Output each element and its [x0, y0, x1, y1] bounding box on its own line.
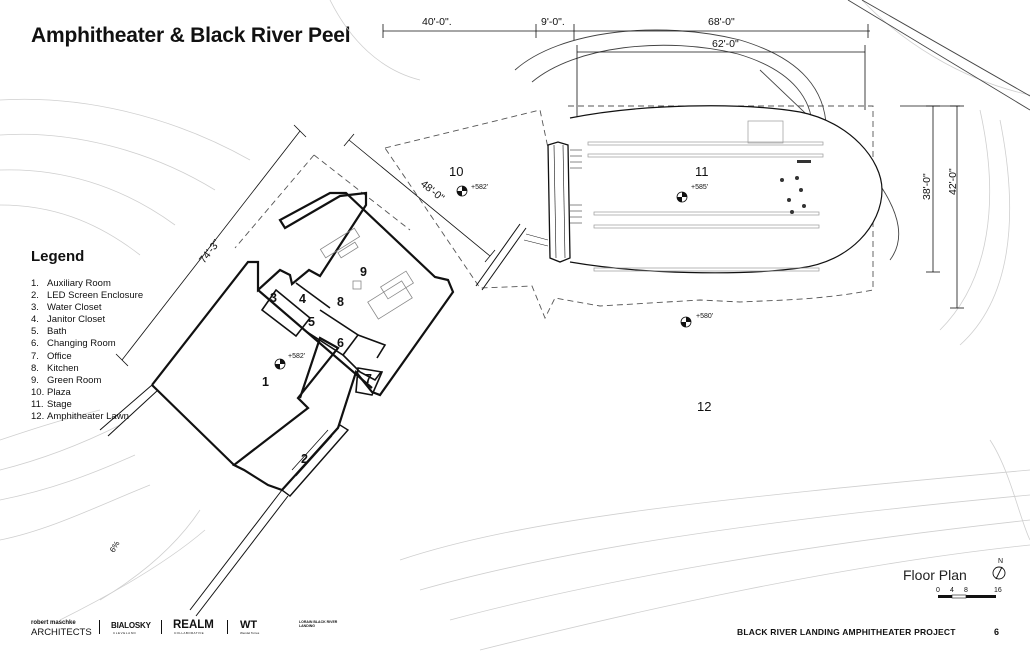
logo-separator [99, 620, 100, 634]
legend-item: 5.Bath [31, 326, 67, 338]
legend-item: 7.Office [31, 350, 72, 362]
logo-architects: ARCHITECTS [31, 627, 92, 638]
dim-42ft: 42'-0" [947, 168, 959, 195]
legend-item: 11.Stage [31, 398, 72, 410]
dim-9ft: 9'-0". [541, 16, 565, 28]
room-label-8: 8 [337, 295, 344, 309]
svg-text:+580': +580' [696, 313, 713, 320]
svg-text:N: N [998, 558, 1003, 565]
area-label-11: 11 [695, 164, 709, 179]
north-arrow: N [992, 558, 1006, 580]
area-label-12: 12 [697, 399, 711, 414]
logo-lorain: LORAIN BLACK RIVER LANDING [299, 620, 338, 628]
room-label-4: 4 [299, 292, 306, 306]
dim-74ft: 74'-3" [197, 237, 223, 266]
legend-title: Legend [31, 248, 85, 265]
room-label-3: 3 [270, 291, 277, 305]
elevation-marker-lawn: +580' [680, 313, 713, 328]
logo-realm-sub: COLLABORATIVE [174, 631, 204, 635]
dim-62ft: 62'-0" [712, 38, 739, 50]
site-contours [0, 0, 1030, 651]
slope-label: 6% [108, 539, 122, 554]
elevation-marker-stage: +585' [676, 184, 708, 203]
green-room-furniture [319, 227, 414, 320]
svg-text:+582': +582' [288, 353, 305, 360]
dim-38ft: 38'-0" [921, 173, 933, 200]
scale-label-16: 16 [994, 587, 1002, 594]
legend-item: 9.Green Room [31, 374, 102, 386]
scale-label-0: 0 [936, 587, 940, 594]
legend-item: 2.LED Screen Enclosure [31, 290, 144, 302]
page-number: 6 [994, 627, 1000, 637]
room-label-6: 6 [337, 336, 344, 350]
stage [569, 105, 883, 274]
legend-item: 3.Water Closet [31, 302, 102, 314]
legend-item: 10.Plaza [31, 386, 71, 398]
logo-separator [227, 620, 228, 634]
room-label-5: 5 [308, 315, 315, 329]
svg-text:+582': +582' [471, 184, 488, 191]
logo-robert-maschke: robert maschke [31, 620, 76, 626]
scale-bar: 0 4 8 16 [936, 587, 1002, 599]
legend-item: 6.Changing Room [31, 338, 116, 350]
room-label-1: 1 [262, 375, 269, 389]
legend-item: 4.Janitor Closet [31, 314, 106, 326]
room-label-9: 9 [360, 265, 367, 279]
project-name: BLACK RIVER LANDING AMPHITHEATER PROJECT [737, 627, 956, 637]
logo-bialosky-sub: CLEVELAND [113, 631, 137, 635]
dimension-lines [115, 24, 964, 367]
legend-item: 1.Auxiliary Room [31, 278, 111, 289]
logo-bialosky: BIALOSKY [111, 621, 151, 630]
river-walkway [99, 223, 527, 617]
room-label-7: 7 [365, 372, 372, 386]
logo-separator [161, 620, 162, 634]
scale-label-8: 8 [964, 587, 968, 594]
bridge [523, 141, 582, 263]
logo-wt: WT [240, 619, 258, 631]
legend-item: 8.Kitchen [31, 362, 79, 374]
floor-plan-label: Floor Plan [903, 567, 967, 583]
building-walls [151, 191, 455, 497]
scale-label-4: 4 [950, 587, 954, 594]
elevation-marker-aux: +582' [274, 353, 305, 370]
legend-item: 12.Amphitheater Lawn [31, 411, 129, 423]
page-title: Amphitheater & Black River Peel [31, 24, 351, 47]
logos-strip: robert maschke ARCHITECTS BIALOSKY CLEVE… [31, 618, 351, 638]
logo-realm: REALM [173, 619, 214, 631]
dim-68ft: 68'-0" [708, 16, 735, 28]
legend-list: 1.Auxiliary Room 2.LED Screen Enclosure … [31, 278, 143, 423]
dim-40ft: 40'-0". [422, 16, 452, 28]
elevation-marker-plaza: +582' [456, 184, 488, 197]
logo-wt-sub: Wendel Torres [240, 631, 260, 635]
svg-text:+585': +585' [691, 184, 708, 191]
area-label-10: 10 [449, 164, 463, 179]
room-label-2: 2 [301, 452, 308, 466]
